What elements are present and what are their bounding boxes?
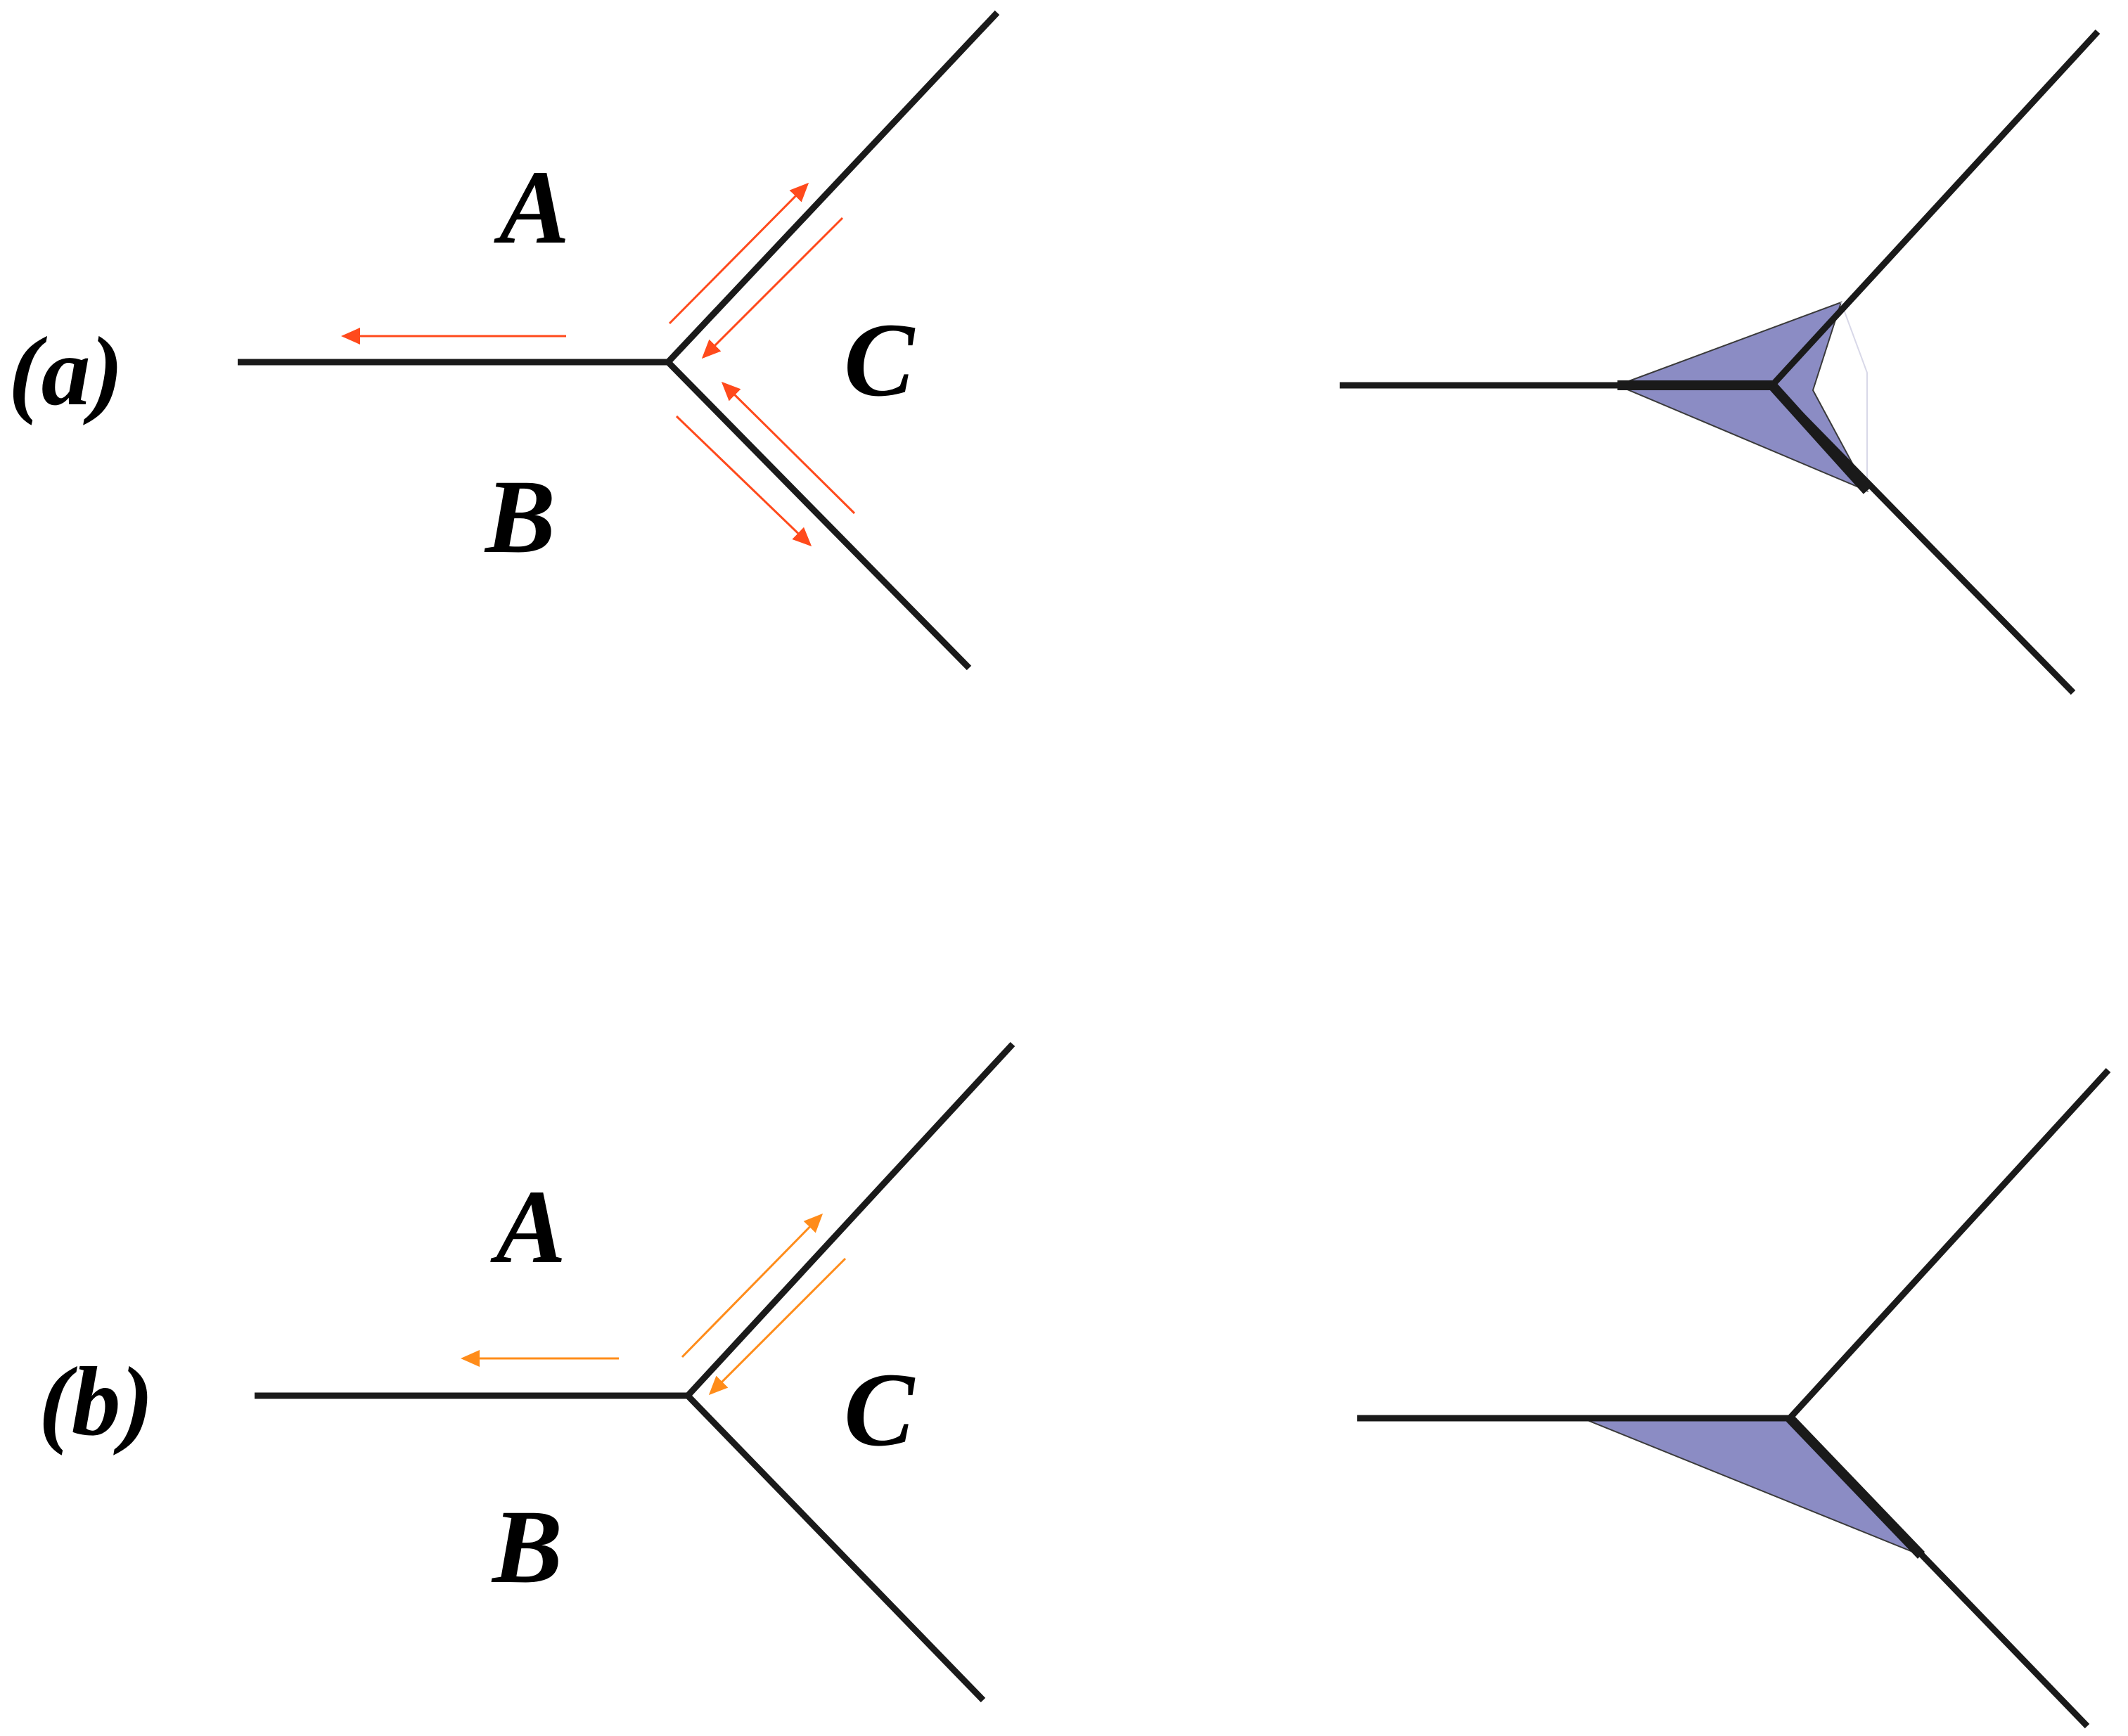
- panel-a-arrow-lower-outward: [675, 415, 812, 547]
- panel-b-left-upper-edge: [685, 1041, 1015, 1399]
- panel-a-right-upper-edge: [1769, 29, 2101, 388]
- panel-a-arrows: [341, 182, 856, 547]
- panel-a-left-junction: A C B: [238, 10, 1000, 671]
- panel-a-region-a: A: [494, 149, 570, 266]
- panel-a-arrow-upper-inward: [701, 217, 844, 359]
- panel-a-right-junction: [1340, 29, 2101, 695]
- panel-b-label: (b): [39, 1347, 153, 1456]
- panel-a-left-upper-edge: [665, 10, 1000, 365]
- panel-a-shaded-region: [1615, 301, 1869, 493]
- panel-b: (b) A C B: [39, 1041, 2111, 1729]
- panel-a-faint-outline: [1840, 302, 1868, 491]
- panel-a-right-lower-thick-edge: [1768, 382, 1871, 494]
- panel-a-region-b: B: [484, 458, 556, 575]
- panel-b-region-c: C: [844, 1351, 916, 1468]
- panel-a-arrow-upper-outward: [668, 182, 809, 325]
- panel-b-left-lower-edge: [685, 1393, 986, 1703]
- panel-b-right-upper-edge: [1787, 1067, 2111, 1421]
- panel-b-arrow-upper-inward: [708, 1257, 847, 1396]
- panel-b-arrow-upper-outward: [681, 1213, 823, 1358]
- panel-b-arrows: [461, 1213, 847, 1396]
- panel-b-shaded-region: [1582, 1417, 1922, 1556]
- panel-b-region-b: B: [491, 1489, 563, 1605]
- panel-a-arrow-lower-inward: [721, 381, 856, 515]
- panel-b-region-a: A: [490, 1169, 566, 1285]
- panel-a-label: (a): [8, 317, 123, 426]
- panel-a: (a) A C B: [8, 10, 2101, 695]
- panel-b-right-junction: [1357, 1067, 2111, 1729]
- panel-a-left-lower-edge: [665, 359, 972, 671]
- panel-b-right-lower-thick-edge: [1786, 1415, 1925, 1559]
- panel-a-region-c: C: [844, 302, 916, 418]
- panel-b-left-junction: A C B: [255, 1041, 1015, 1703]
